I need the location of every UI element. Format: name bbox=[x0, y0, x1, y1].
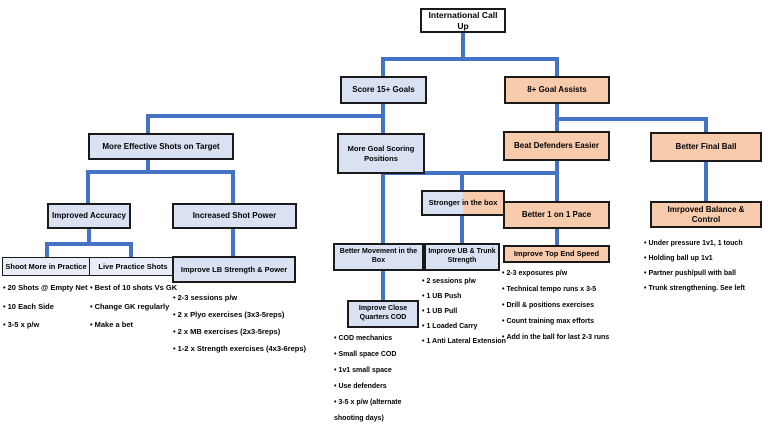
connector-mid-horizontal bbox=[381, 171, 559, 175]
list-live-practice-shots: Best of 10 shots Vs GK Change GK regular… bbox=[90, 279, 182, 335]
node-improved-balance-control: Imrpoved Balance & Control bbox=[650, 201, 762, 228]
node-improve-ub-trunk-strength: Improve UB & Trunk Strength bbox=[424, 243, 500, 271]
list-shoot-more-in-practice: 20 Shots @ Empty Net 10 Each Side 3-5 x … bbox=[3, 279, 89, 335]
connector-final-ball-to-balance bbox=[704, 161, 708, 202]
node-more-effective-shots-on-target: More Effective Shots on Target bbox=[88, 133, 234, 160]
connector-to-shot-power bbox=[231, 170, 235, 204]
connector-pace-to-top-end-speed bbox=[555, 228, 559, 246]
node-8-goal-assists: 8+ Goal Assists bbox=[504, 76, 610, 104]
list-item: Trunk strengthening. See left bbox=[644, 281, 766, 296]
list-item: 1-2 x Strength exercises (4x3-6reps) bbox=[173, 340, 308, 357]
connector-to-live-practice bbox=[129, 242, 133, 258]
list-item: Change GK regularly bbox=[90, 298, 182, 317]
list-item: 2 x MB exercises (2x3-5reps) bbox=[173, 323, 308, 340]
list-item: 1 UB Pull bbox=[422, 304, 517, 319]
list-item: Holding ball up 1v1 bbox=[644, 251, 766, 266]
connector-root-down bbox=[461, 32, 465, 59]
node-better-movement-in-the-box: Better Movement in the Box bbox=[333, 243, 424, 271]
connector-effective-down bbox=[146, 159, 150, 172]
list-item: Technical tempo runs x 3-5 bbox=[502, 282, 622, 298]
list-item: COD mechanics bbox=[334, 331, 427, 347]
list-item: Best of 10 shots Vs GK bbox=[90, 279, 182, 298]
node-shoot-more-in-practice: Shoot More in Practice bbox=[2, 257, 90, 276]
connector-to-score-goals bbox=[381, 57, 385, 77]
list-item: 1v1 small space bbox=[334, 363, 427, 379]
node-improve-close-quarters-cod: Improve Close Quarters COD bbox=[347, 300, 419, 328]
list-item: 1 UB Push bbox=[422, 289, 517, 304]
connector-to-beat-defenders bbox=[555, 117, 559, 132]
node-beat-defenders-easier: Beat Defenders Easier bbox=[503, 131, 610, 161]
list-balance-control: Under pressure 1v1, 1 touch Holding ball… bbox=[644, 236, 766, 296]
connector-to-goal-assists bbox=[555, 57, 559, 77]
connector-to-shoot-more bbox=[45, 242, 49, 258]
list-item: Add in the ball for last 2-3 runs bbox=[502, 330, 622, 346]
list-item: Drill & positions exercises bbox=[502, 298, 622, 314]
connector-assists-horizontal bbox=[555, 117, 708, 121]
list-item: 2-3 exposures p/w bbox=[502, 266, 622, 282]
node-score-15-goals: Score 15+ Goals bbox=[340, 76, 427, 104]
list-item: Small space COD bbox=[334, 347, 427, 363]
list-item: 1 Anti Lateral Extension bbox=[422, 334, 517, 349]
connector-accuracy-horizontal bbox=[45, 242, 133, 246]
connector-to-effective-shots bbox=[146, 114, 150, 134]
connector-beat-defenders-to-pace bbox=[555, 160, 559, 202]
list-item: Use defenders bbox=[334, 379, 427, 395]
list-item: Under pressure 1v1, 1 touch bbox=[644, 236, 766, 251]
list-item: 2 sessions p/w bbox=[422, 274, 517, 289]
list-item: 10 Each Side bbox=[3, 298, 89, 317]
list-item: Count training max efforts bbox=[502, 314, 622, 330]
node-improve-top-end-speed: Improve Top End Speed bbox=[503, 245, 610, 263]
node-increased-shot-power: Increased Shot Power bbox=[172, 203, 297, 229]
connector-to-goal-positions bbox=[381, 114, 385, 134]
connector-to-lb-strength bbox=[231, 228, 235, 258]
connector-to-improved-accuracy bbox=[86, 170, 90, 204]
connector-to-final-ball bbox=[704, 117, 708, 134]
list-close-quarters-cod: COD mechanics Small space COD 1v1 small … bbox=[334, 331, 427, 427]
connector-score-down bbox=[381, 103, 385, 117]
connector-accuracy-down bbox=[87, 228, 91, 244]
node-improve-lb-strength-power: Improve LB Strength & Power bbox=[172, 256, 296, 283]
connector-to-better-movement bbox=[381, 173, 385, 244]
list-item: 3-5 x p/w (alternate shooting days) bbox=[334, 395, 427, 427]
list-item: Make a bet bbox=[90, 316, 182, 335]
connector-level1-horizontal bbox=[381, 57, 559, 61]
connector-score-horizontal bbox=[146, 114, 385, 118]
list-item: 1 Loaded Carry bbox=[422, 319, 517, 334]
node-better-1-on-1-pace: Better 1 on 1 Pace bbox=[503, 201, 610, 229]
node-stronger-in-the-box: Stronger in the box bbox=[421, 190, 505, 216]
connector-movement-to-close-quarters bbox=[381, 270, 385, 301]
node-better-final-ball: Better Final Ball bbox=[650, 132, 762, 162]
list-lb-strength-power: 2-3 sessions p/w 2 x Plyo exercises (3x3… bbox=[173, 289, 308, 357]
list-item: 20 Shots @ Empty Net bbox=[3, 279, 89, 298]
list-item: 3-5 x p/w bbox=[3, 316, 89, 335]
list-item: Partner push/pull with ball bbox=[644, 266, 766, 281]
list-top-end-speed: 2-3 exposures p/w Technical tempo runs x… bbox=[502, 266, 622, 346]
list-item: 2-3 sessions p/w bbox=[173, 289, 308, 306]
node-more-goal-scoring-positions: More Goal Scoring Positions bbox=[337, 133, 425, 174]
node-live-practice-shots: Live Practice Shots bbox=[89, 257, 177, 276]
list-item: 2 x Plyo exercises (3x3-5reps) bbox=[173, 306, 308, 323]
list-ub-trunk-strength: 2 sessions p/w 1 UB Push 1 UB Pull 1 Loa… bbox=[422, 274, 517, 349]
node-improved-accuracy: Improved Accuracy bbox=[47, 203, 131, 229]
connector-effective-horizontal bbox=[86, 170, 235, 174]
connector-assists-down bbox=[555, 103, 559, 120]
node-international-call-up: International Call Up bbox=[420, 8, 506, 33]
